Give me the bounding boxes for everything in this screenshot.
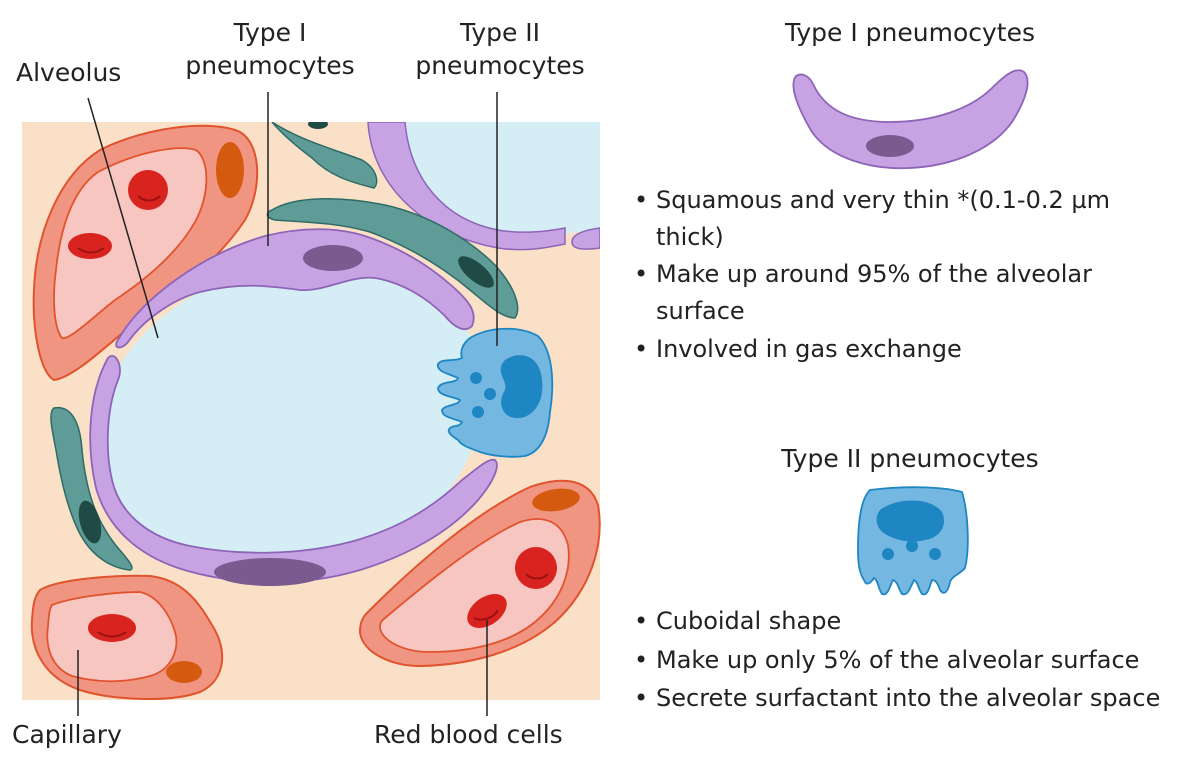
capillary-bottom-left (30, 574, 224, 700)
type1-facts-list: Squamous and very thin *(0.1-0.2 µm thic… (632, 182, 1172, 369)
label-type1-line2: pneumocytes (185, 51, 355, 80)
label-type1-line1: Type I (233, 18, 307, 47)
label-capillary: Capillary (12, 720, 122, 749)
label-alveolus: Alveolus (16, 58, 122, 87)
type2-fact: Secrete surfactant into the alveolar spa… (632, 680, 1172, 717)
type1-pneumocyte-upper-nucleus (303, 245, 363, 271)
capillary-bottom-right (358, 479, 601, 668)
type1-fact: Involved in gas exchange (632, 330, 1172, 369)
label-type2-pneumocytes: Type II pneumocytes (400, 16, 600, 82)
type2-fact: Make up only 5% of the alveolar surface (632, 641, 1172, 680)
fibroblast-left (50, 406, 133, 571)
fibroblast-top (271, 122, 378, 189)
type1-fact: Squamous and very thin *(0.1-0.2 µm thic… (632, 182, 1172, 256)
type2-facts-list: Cuboidal shape Make up only 5% of the al… (632, 602, 1172, 717)
fibroblast-left-nucleus (78, 500, 102, 544)
type2-fact: Cuboidal shape (632, 602, 1172, 641)
label-type2-line1: Type II (459, 18, 541, 47)
type2-pneumocyte (437, 327, 554, 458)
alveolus-leader (87, 97, 159, 339)
alveolar-space (104, 262, 484, 564)
label-type2-line2: pneumocytes (415, 51, 585, 80)
label-red-blood-cells: Red blood cells (374, 720, 563, 749)
type1-pneumocyte-lower (89, 355, 498, 584)
type1-pneumocyte-upper (115, 228, 475, 349)
leader-lines (77, 92, 498, 716)
type2-panel-title: Type II pneumocytes (781, 444, 1039, 473)
fibroblast-top-nucleus (308, 122, 328, 129)
neighbouring-alveolus-wall (367, 122, 566, 251)
neighbouring-alveolus-wall-fragment (571, 227, 600, 250)
type2-pneumocyte-icon (857, 486, 969, 596)
fibroblast-right-nucleus (458, 256, 494, 288)
type1-fact: Make up around 95% of the alveolar surfa… (632, 256, 1172, 330)
type1-pneumocyte-lower-nucleus (214, 558, 326, 586)
label-type1-pneumocytes: Type I pneumocytes (170, 16, 370, 82)
type1-pneumocyte-icon (792, 69, 1029, 170)
type1-panel-title: Type I pneumocytes (784, 18, 1036, 47)
